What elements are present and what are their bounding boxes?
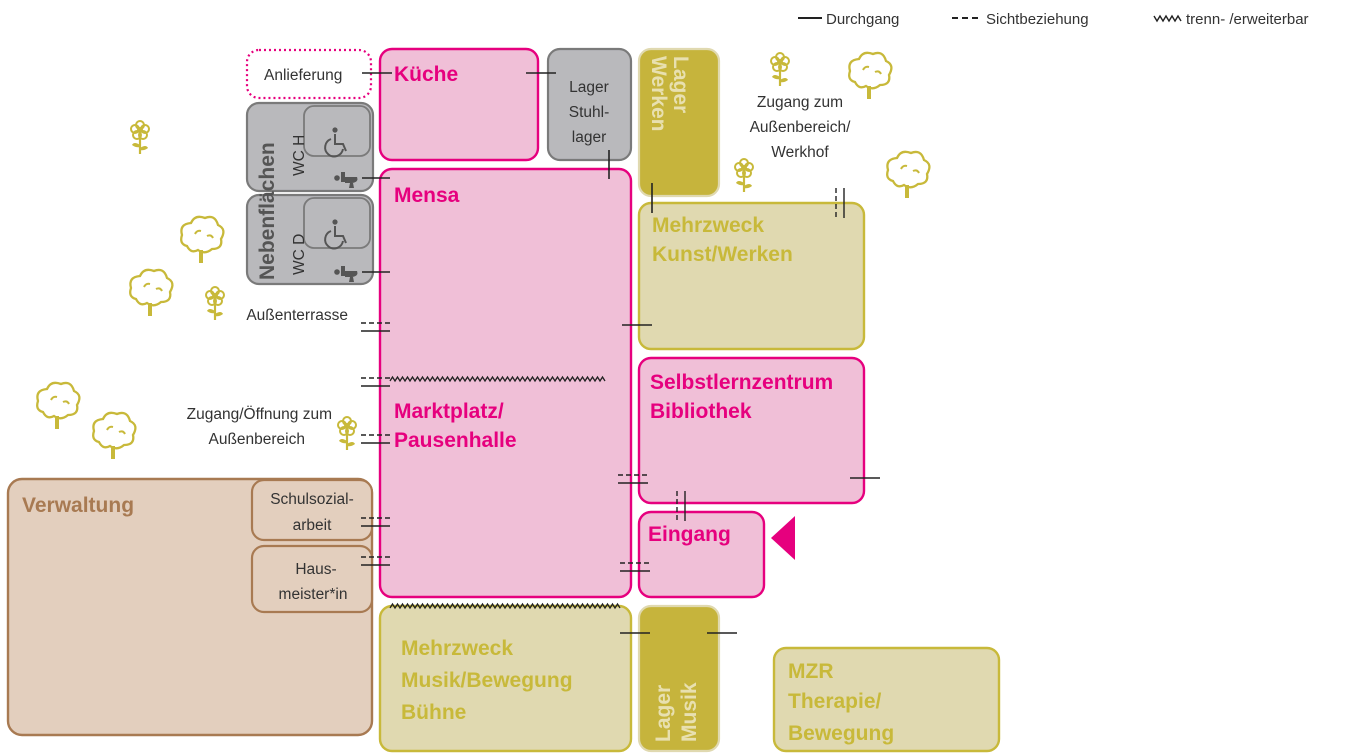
room-lager-stuhl-line3: lager — [572, 129, 606, 146]
room-lager-musik-line1: Lager — [652, 685, 675, 742]
room-lager-werken-line1: Lager — [669, 56, 692, 113]
tree-icon — [886, 150, 931, 200]
room-kueche-title: Küche — [394, 63, 458, 86]
room-mzr — [772, 646, 1001, 753]
legend: Durchgang Sichtbeziehung trenn- /erweite… — [798, 11, 1309, 28]
legend-sicht-label: Sichtbeziehung — [986, 11, 1089, 28]
zugang-werkhof-line1: Zugang zum — [757, 94, 843, 111]
room-nebenflaechen-title: Nebenflächen — [256, 142, 279, 280]
room-marktplatz-line1: Marktplatz/ — [394, 400, 504, 423]
tree-icon — [92, 411, 137, 461]
room-mehrzweck-kunst-line1: Mehrzweck — [652, 214, 764, 237]
room-selbstlern-line2: Bibliothek — [650, 400, 752, 423]
room-hausmeister-line2: meister*in — [279, 586, 348, 603]
room-hausmeister-line1: Haus- — [295, 561, 336, 578]
sicht-connectors — [361, 188, 845, 572]
zugang-werkhof-line2: Außenbereich/ — [750, 119, 852, 136]
room-schulsozialarbeit — [250, 478, 374, 542]
flower-icon — [733, 157, 755, 194]
zugang-werkhof-line3: Werkhof — [771, 144, 829, 161]
zigzag-marktplatz-musik — [389, 602, 621, 610]
room-mehrzweck-musik-line1: Mehrzweck — [401, 637, 513, 660]
zugang-oeffnung-line1: Zugang/Öffnung zum — [187, 405, 332, 423]
room-schulsozial-line2: arbeit — [293, 517, 332, 534]
tree-icon — [848, 51, 893, 101]
room-mehrzweck-musik-line3: Bühne — [401, 701, 466, 724]
room-schulsozial-line1: Schulsozial- — [270, 491, 354, 508]
room-selbstlern-line1: Selbstlernzentrum — [650, 371, 833, 394]
entrance-arrow-icon — [771, 516, 795, 560]
zigzag-mensa-marktplatz — [389, 375, 606, 383]
room-lager-musik-line2: Musik — [678, 682, 701, 742]
legend-trenn-zigzag — [1153, 14, 1182, 23]
room-mzr-line3: Bewegung — [788, 722, 894, 745]
room-mehrzweck-kunst — [637, 201, 866, 351]
room-hausmeister — [250, 544, 374, 614]
flower-icon — [129, 119, 151, 156]
legend-trenn-label: trenn- /erweiterbar — [1186, 11, 1309, 28]
tree-icon — [129, 268, 174, 318]
room-selbstlernzentrum — [637, 356, 866, 505]
anlieferung-label: Anlieferung — [264, 67, 342, 84]
tree-icon — [36, 381, 81, 431]
room-eingang-title: Eingang — [648, 523, 731, 546]
room-mehrzweck-kunst-line2: Kunst/Werken — [652, 243, 793, 266]
flower-icon — [769, 51, 791, 88]
aussenterrasse-label: Außenterrasse — [246, 307, 348, 324]
room-wc-d-label: WC D — [291, 234, 308, 275]
room-kueche — [378, 47, 540, 162]
flower-icon — [204, 285, 226, 322]
room-verwaltung — [6, 477, 374, 737]
durchgang-connectors — [362, 72, 880, 634]
flower-icon — [336, 415, 358, 452]
room-verwaltung-title: Verwaltung — [22, 494, 134, 517]
room-wc-h-label: WC H — [291, 135, 308, 176]
room-lager-stuhl-line2: Stuhl- — [569, 104, 610, 121]
room-mensa-marktplatz — [378, 167, 633, 599]
legend-durchgang-label: Durchgang — [826, 11, 899, 28]
room-mensa-title: Mensa — [394, 184, 460, 207]
anlieferung-area — [245, 48, 373, 100]
room-lager-musik — [637, 604, 721, 753]
room-marktplatz-line2: Pausenhalle — [394, 429, 517, 452]
tree-icon — [180, 215, 225, 265]
room-mzr-line2: Therapie/ — [788, 690, 882, 713]
room-eingang — [637, 510, 766, 599]
room-lager-werken-line2: Werken — [647, 56, 670, 131]
room-lager-stuhl-line1: Lager — [569, 79, 609, 96]
zugang-oeffnung-line2: Außenbereich — [208, 431, 305, 448]
room-mehrzweck-musik-line2: Musik/Bewegung — [401, 669, 573, 692]
room-lager-werken — [637, 47, 721, 198]
room-lager-stuhl — [546, 47, 633, 162]
room-mzr-line1: MZR — [788, 660, 834, 683]
